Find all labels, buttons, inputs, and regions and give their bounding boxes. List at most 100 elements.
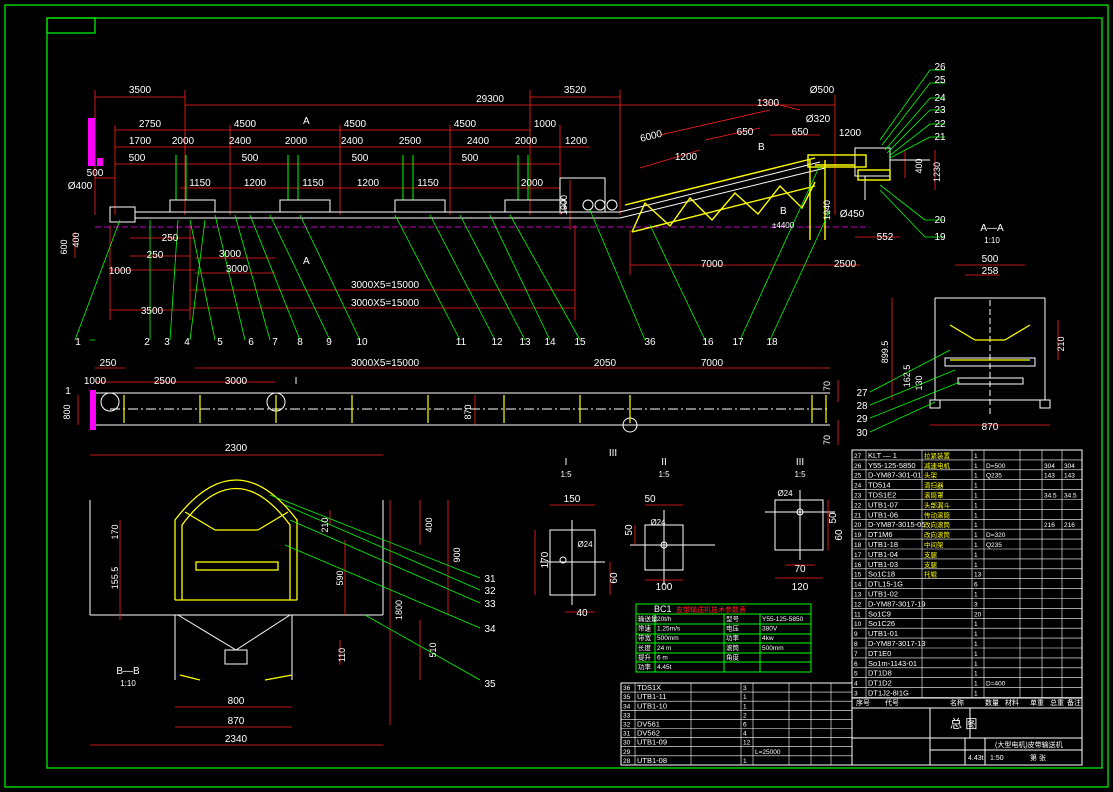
section-aa-texts: A—A 1:10 500 258 870 27 28 29 30 <box>856 223 1004 439</box>
parts-cell: 34.5 <box>1064 493 1077 500</box>
section-bb-leaders <box>269 494 481 681</box>
col-unit-weight: 单重 <box>1030 698 1044 707</box>
parts-cell: 1 <box>974 631 978 638</box>
parts-cell: D-YM87-3015-05 <box>868 520 926 529</box>
dim-3000x5-b: 3000X5=15000 <box>351 298 420 309</box>
parts-cell: TDS1X <box>637 683 661 692</box>
spec-cell: Y55-125-5850 <box>762 616 804 623</box>
parts-cell: 1 <box>974 671 978 678</box>
detail-i-dim-170: 170 <box>540 551 551 568</box>
section-bb-structure <box>174 479 298 681</box>
bb-dim-2300: 2300 <box>225 443 248 454</box>
parts-cell: 35 <box>623 694 631 701</box>
plan-hatch <box>90 390 96 430</box>
aa-leader-28: 28 <box>856 401 868 412</box>
parts-cell: So1C18 <box>868 570 895 579</box>
parts-cell: DV561 <box>637 720 660 729</box>
dim-1150-a: 1150 <box>189 178 211 189</box>
dim-500-a: 500 <box>129 153 146 164</box>
parts-cell: DT1D8 <box>868 669 892 678</box>
detail-iii-dims <box>775 500 829 579</box>
parts-cell: DT1D2 <box>868 679 892 688</box>
detail-iii-scale: 1:5 <box>794 470 806 479</box>
dim-2000-d: 2000 <box>521 178 544 189</box>
detail-i-dim-24: Ø24 <box>577 540 593 549</box>
parts-cell: DT1E0 <box>868 649 891 658</box>
parts-cell: 22 <box>854 502 862 509</box>
bb-dim-155: 155.5 <box>110 567 120 590</box>
parts-cell: 216 <box>1044 522 1055 529</box>
plan-body <box>95 392 830 433</box>
section-aa-vert-texts: 899.5 210 162.5 130 <box>880 336 1066 390</box>
parts-cell: 1 <box>974 691 978 698</box>
aa-leader-27: 27 <box>856 388 868 399</box>
dim-2400-b: 2400 <box>341 136 364 147</box>
section-bb-texts: 2300 800 870 2340 B—B 1:10 31 32 33 34 3… <box>116 443 496 745</box>
parts-cell: 1 <box>974 681 978 688</box>
plan-dimension-lines <box>77 367 839 445</box>
parts-cell: 26 <box>854 463 862 470</box>
parts-cell: 143 <box>1044 473 1055 480</box>
plan-dim-70-b: 70 <box>822 435 832 445</box>
aa-dim-870: 870 <box>982 422 999 433</box>
parts-cell: 304 <box>1044 463 1055 470</box>
dim-2000-a: 2000 <box>172 136 195 147</box>
detail-ii-scale: 1:5 <box>658 470 670 479</box>
parts-cell: 31 <box>623 731 631 738</box>
bb-dim-170: 170 <box>110 524 120 539</box>
col-remark: 备注 <box>1067 698 1081 707</box>
parts-cell: 304 <box>1064 463 1075 470</box>
section-aa-scale: 1:10 <box>984 236 1000 245</box>
dim-650-b: 650 <box>792 127 809 138</box>
dim-4500-a: 4500 <box>234 119 257 130</box>
section-bb-scale: 1:10 <box>120 679 136 688</box>
detail-i-scale: 1:5 <box>560 470 572 479</box>
dim-dia-320: Ø320 <box>806 114 831 125</box>
parts-cell: 1 <box>974 651 978 658</box>
parts-cell: 减速电机 <box>924 461 951 470</box>
bb-dim-210: 210 <box>320 517 330 532</box>
col-code: 代号 <box>885 698 899 707</box>
dim-1000-b: 1000 <box>109 266 132 277</box>
detail-ii-dim-100: 100 <box>656 582 673 593</box>
dim-2500-top: 2500 <box>399 136 422 147</box>
spec-cell: 1.25m/s <box>657 626 681 633</box>
leader-17: 17 <box>732 337 744 348</box>
parts-cell: 34.5 <box>1044 493 1057 500</box>
spec-cell: 6 m <box>657 654 668 661</box>
parts-cell: 33 <box>623 712 631 719</box>
aa-dim-258: 258 <box>982 266 999 277</box>
leader-20: 20 <box>934 215 946 226</box>
vertical-dimension-texts: 600 400 1900 400 1230 1940 <box>59 158 942 254</box>
parts-cell: 1 <box>974 661 978 668</box>
dim-500-c: 500 <box>352 153 369 164</box>
parts-cell: Y55-125-5850 <box>868 461 916 470</box>
bb-leader-34: 34 <box>484 624 496 635</box>
plan-dim-250: 250 <box>100 358 117 369</box>
bb-dim-1800: 1800 <box>394 600 404 620</box>
parts-cell: 1 <box>974 493 978 500</box>
dim-1200-right: 1200 <box>839 128 862 139</box>
parts-cell: 29 <box>623 749 631 756</box>
parts-cell: 9 <box>854 631 858 638</box>
detail-i-title: I <box>565 457 568 468</box>
parts-cell: 4 <box>743 731 747 738</box>
parts-cell: 3 <box>854 691 858 698</box>
parts-cell: 25 <box>854 473 862 480</box>
spec-cell: 500mm <box>762 645 784 652</box>
parts-cell: 1 <box>974 552 978 559</box>
bb-leader-32: 32 <box>484 586 496 597</box>
parts-cell: 143 <box>1064 473 1075 480</box>
dim-dia-400: Ø400 <box>68 181 93 192</box>
parts-cell: 27 <box>854 453 862 460</box>
hatch-markers <box>88 118 103 166</box>
parts-cell: 1 <box>743 758 747 765</box>
parts-cell: 托辊 <box>924 570 938 579</box>
parts-cell: 1 <box>974 522 978 529</box>
parts-cell: 拉紧装置 <box>924 451 951 460</box>
main-leader-lines <box>74 69 945 341</box>
product-name: (大型电机)皮带输送机 <box>995 740 1063 749</box>
bb-dim-870: 870 <box>228 716 245 727</box>
